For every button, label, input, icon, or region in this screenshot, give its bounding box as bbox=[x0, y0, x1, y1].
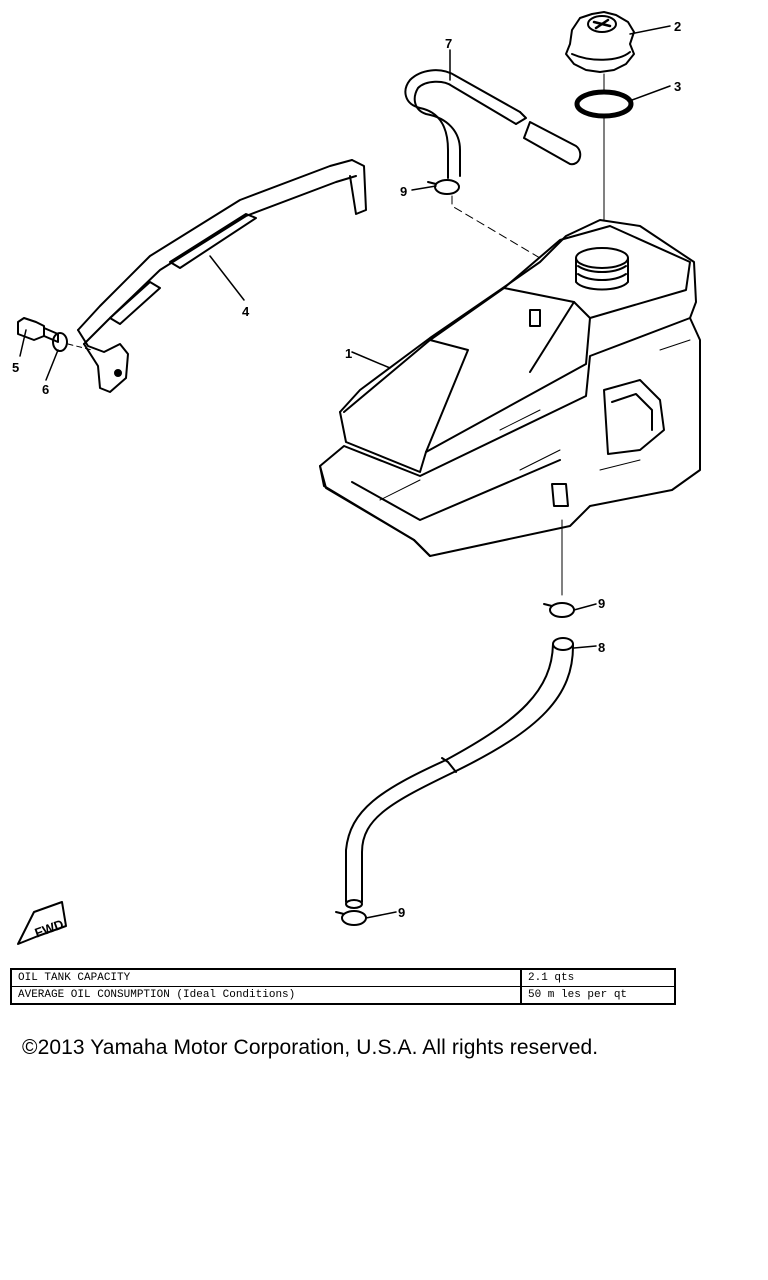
callout-7: 7 bbox=[445, 36, 452, 51]
oil-tank bbox=[319, 219, 701, 557]
oil-tank-exploded-diagram: 1 2 3 4 5 6 7 8 9 9 9 FWD bbox=[12, 11, 701, 945]
callout-2: 2 bbox=[674, 19, 681, 34]
hose-clip-upper bbox=[427, 179, 460, 195]
callout-9-lower: 9 bbox=[398, 905, 405, 920]
table-row: AVERAGE OIL CONSUMPTION (Ideal Condition… bbox=[10, 986, 676, 1005]
spec-label: OIL TANK CAPACITY bbox=[10, 968, 522, 987]
spec-value: 2.1 qts bbox=[520, 968, 676, 987]
spec-table: OIL TANK CAPACITY 2.1 qts AVERAGE OIL CO… bbox=[10, 968, 676, 1005]
callout-6: 6 bbox=[42, 382, 49, 397]
mounting-bolt bbox=[17, 317, 59, 343]
spec-label: AVERAGE OIL CONSUMPTION (Ideal Condition… bbox=[10, 986, 522, 1005]
callout-1: 1 bbox=[345, 346, 352, 361]
vent-dash-line bbox=[451, 195, 541, 259]
table-row: OIL TANK CAPACITY 2.1 qts bbox=[10, 968, 676, 987]
filler-cap bbox=[565, 11, 635, 73]
spec-value: 50 m les per qt bbox=[520, 986, 676, 1005]
mounting-bracket bbox=[77, 159, 367, 393]
vent-hose bbox=[404, 69, 582, 179]
leader-lines bbox=[19, 25, 671, 919]
callout-8: 8 bbox=[598, 640, 605, 655]
callout-3: 3 bbox=[674, 79, 681, 94]
callout-4: 4 bbox=[242, 304, 250, 319]
hose-clip-middle bbox=[543, 602, 575, 618]
feed-hose bbox=[345, 637, 575, 909]
bolt-dash-line bbox=[67, 343, 93, 351]
bolt-washer bbox=[52, 332, 68, 352]
hose-clip-lower bbox=[335, 910, 367, 926]
callout-9-upper: 9 bbox=[400, 184, 407, 199]
callout-5: 5 bbox=[12, 360, 19, 375]
cap-gasket bbox=[574, 89, 634, 119]
copyright-notice: ©2013 Yamaha Motor Corporation, U.S.A. A… bbox=[22, 1036, 599, 1059]
fwd-arrow-icon: FWD bbox=[17, 901, 67, 945]
callout-9-middle: 9 bbox=[598, 596, 605, 611]
